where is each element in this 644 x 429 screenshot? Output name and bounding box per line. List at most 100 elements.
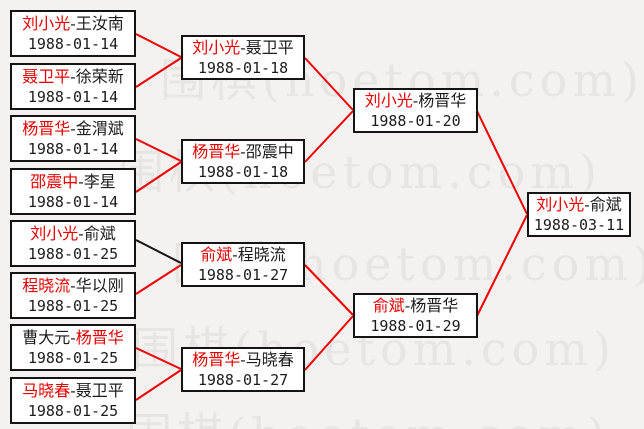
player-separator: -: [70, 66, 76, 86]
match-players: 刘小光-俞斌: [30, 223, 115, 244]
connector-line: [304, 57, 354, 111]
match-date: 1988-03-11: [533, 215, 625, 234]
match-players: 刘小光-聂卫平: [192, 37, 293, 58]
player-name: 刘小光: [536, 194, 585, 214]
match-players: 聂卫平-徐荣新: [22, 66, 123, 87]
player-separator: -: [240, 141, 246, 161]
player-separator: -: [240, 37, 246, 57]
connector-line: [476, 214, 528, 317]
player-name: 华以刚: [75, 275, 124, 295]
match-box-final: 刘小光-俞斌 1988-03-11: [527, 192, 631, 237]
match-box-r1-m5: 刘小光-俞斌 1988-01-25: [10, 220, 136, 267]
player-separator: -: [240, 349, 246, 369]
match-date: 1988-01-14: [27, 34, 119, 53]
connector-line: [135, 33, 182, 58]
player-name: 马晓春: [245, 349, 294, 369]
player-separator: -: [70, 275, 76, 295]
player-name: 杨晋华: [418, 90, 467, 110]
player-name: 聂卫平: [75, 380, 124, 400]
connector-line: [135, 161, 182, 193]
match-date: 1988-01-18: [197, 162, 289, 181]
player-separator: -: [70, 13, 76, 33]
match-box-r1-m6: 程晓流-华以刚 1988-01-25: [10, 272, 136, 319]
connector-line: [135, 347, 182, 370]
match-box-r3-m2: 俞斌-杨晋华 1988-01-29: [353, 293, 478, 338]
player-name: 王汝南: [75, 13, 124, 33]
connector-line: [135, 138, 182, 162]
player-name: 邵震中: [30, 171, 79, 191]
player-separator: -: [412, 90, 419, 110]
connector-line: [304, 315, 354, 371]
player-name: 马晓春: [22, 380, 71, 400]
player-separator: -: [70, 327, 76, 347]
player-name: 杨晋华: [75, 327, 124, 347]
match-date: 1988-01-25: [27, 401, 119, 420]
player-name: 聂卫平: [245, 37, 294, 57]
match-players: 刘小光-王汝南: [22, 13, 123, 34]
match-box-r2-m3: 俞斌-程晓流 1988-01-27: [181, 242, 305, 287]
player-name: 杨晋华: [192, 349, 241, 369]
connector-line: [135, 369, 182, 401]
match-players: 俞斌-杨晋华: [373, 295, 458, 316]
player-name: 刘小光: [22, 13, 71, 33]
match-box-r1-m4: 邵震中-李星 1988-01-14: [10, 168, 136, 215]
match-date: 1988-01-29: [370, 316, 461, 335]
match-players: 邵震中-李星: [30, 171, 115, 192]
match-date: 1988-01-20: [370, 111, 461, 130]
match-box-r1-m1: 刘小光-王汝南 1988-01-14: [10, 10, 136, 57]
match-players: 杨晋华-金渭斌: [22, 118, 123, 139]
match-players: 杨晋华-邵震中: [192, 141, 293, 162]
player-name: 徐荣新: [75, 66, 124, 86]
player-name: 刘小光: [30, 223, 79, 243]
player-separator: -: [70, 118, 76, 138]
player-name: 程晓流: [237, 244, 286, 264]
player-name: 刘小光: [192, 37, 241, 57]
match-date: 1988-01-25: [27, 348, 119, 367]
player-name: 刘小光: [364, 90, 413, 110]
match-players: 马晓春-聂卫平: [22, 380, 123, 401]
player-name: 邵震中: [245, 141, 294, 161]
player-name: 杨晋华: [192, 141, 241, 161]
player-separator: -: [584, 194, 590, 214]
connector-line: [135, 239, 182, 264]
player-separator: -: [78, 223, 84, 243]
match-box-r1-m7: 曹大元-杨晋华 1988-01-25: [10, 324, 136, 371]
player-name: 俞斌: [200, 244, 233, 264]
player-name: 聂卫平: [22, 66, 71, 86]
match-box-r1-m3: 杨晋华-金渭斌 1988-01-14: [10, 115, 136, 162]
match-box-r2-m2: 杨晋华-邵震中 1988-01-18: [181, 139, 305, 184]
player-separator: -: [232, 244, 238, 264]
match-date: 1988-01-14: [27, 87, 119, 106]
connector-line: [304, 110, 354, 163]
match-players: 刘小光-杨晋华: [365, 90, 466, 111]
player-name: 曹大元: [22, 327, 71, 347]
match-date: 1988-01-27: [197, 370, 289, 389]
match-box-r2-m4: 杨晋华-马晓春 1988-01-27: [181, 347, 305, 392]
connector-line: [135, 264, 182, 295]
player-name: 俞斌: [83, 223, 116, 243]
match-date: 1988-01-25: [27, 244, 119, 263]
match-box-r2-m1: 刘小光-聂卫平 1988-01-18: [181, 35, 305, 80]
match-date: 1988-01-14: [27, 139, 119, 158]
match-box-r1-m8: 马晓春-聂卫平 1988-01-25: [10, 377, 136, 424]
match-players: 俞斌-程晓流: [200, 244, 285, 265]
watermark-text: 围棋(hoetom.com): [126, 399, 610, 429]
match-players: 刘小光-俞斌: [536, 194, 621, 215]
player-name: 杨晋华: [410, 295, 459, 315]
match-date: 1988-01-27: [197, 265, 289, 284]
match-players: 程晓流-华以刚: [22, 275, 123, 296]
match-box-r3-m1: 刘小光-杨晋华 1988-01-20: [353, 88, 478, 133]
player-name: 程晓流: [22, 275, 71, 295]
connector-line: [304, 264, 354, 316]
match-players: 曹大元-杨晋华: [22, 327, 123, 348]
player-separator: -: [404, 295, 411, 315]
player-name: 俞斌: [372, 295, 405, 315]
player-name: 俞斌: [589, 194, 622, 214]
player-name: 金渭斌: [75, 118, 124, 138]
match-date: 1988-01-14: [27, 192, 119, 211]
match-date: 1988-01-18: [197, 58, 289, 77]
player-name: 李星: [83, 171, 116, 191]
connector-line: [476, 110, 528, 215]
